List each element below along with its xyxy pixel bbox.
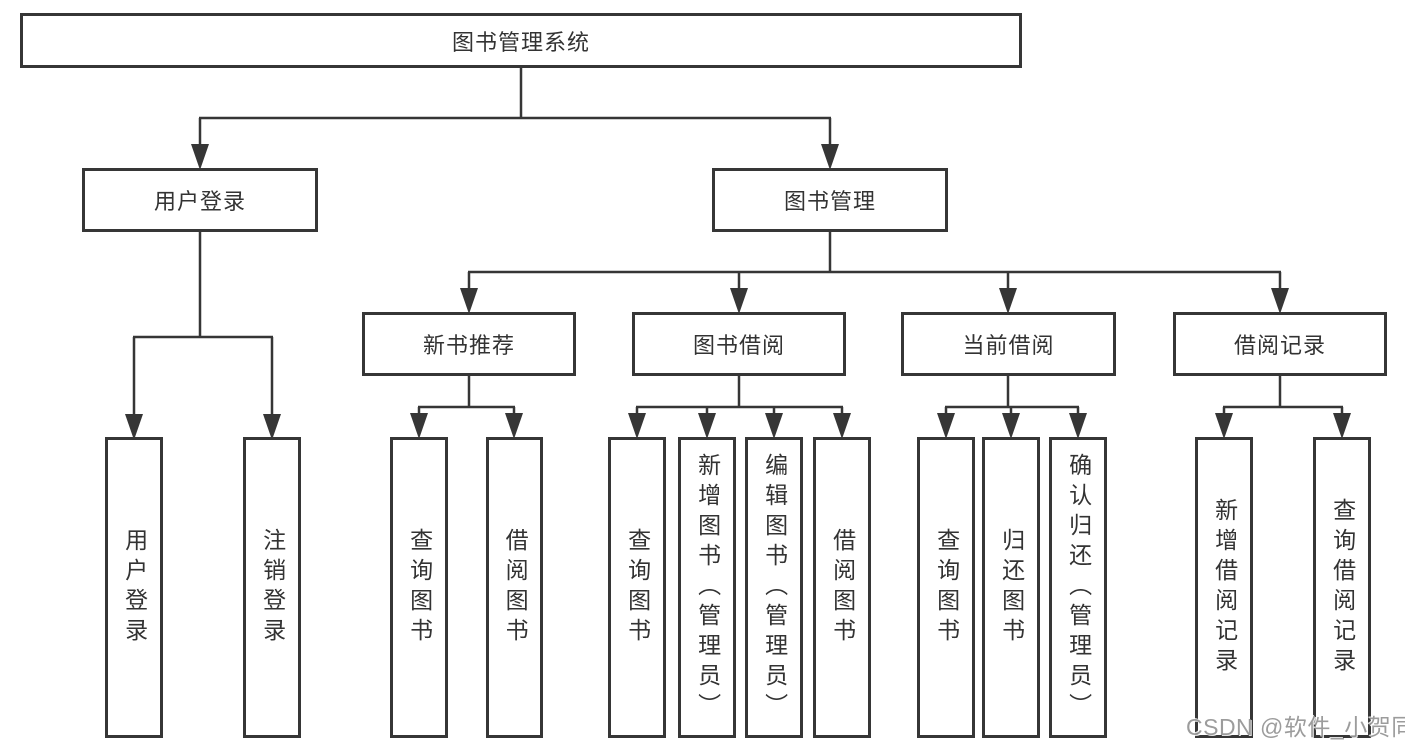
leaf-label: 查询图书 [406,527,433,648]
leaf-label: 编辑图书（管理员） [761,452,788,723]
leaf-label: 查询图书 [624,527,651,648]
leaf-query-books-current: 查询图书 [917,437,975,738]
node-user-login: 用户登录 [82,168,318,232]
leaf-label: 查询借阅记录 [1329,497,1356,678]
leaf-label: 用户登录 [121,527,148,648]
leaf-label: 新增借阅记录 [1211,497,1238,678]
node-book-borrow: 图书借阅 [632,312,846,376]
leaf-user-login: 用户登录 [105,437,163,738]
node-current-borrow: 当前借阅 [901,312,1116,376]
leaf-borrow-books-recommend: 借阅图书 [486,437,543,738]
leaf-edit-books-admin: 编辑图书（管理员） [745,437,803,738]
leaf-label: 查询图书 [933,527,960,648]
node-borrow-records: 借阅记录 [1173,312,1387,376]
leaf-confirm-return-admin: 确认归还（管理员） [1049,437,1107,738]
node-root-system: 图书管理系统 [20,13,1022,68]
leaf-label: 归还图书 [998,527,1025,648]
leaf-label: 确认归还（管理员） [1065,452,1092,723]
leaf-return-books: 归还图书 [982,437,1040,738]
leaf-query-borrow-record: 查询借阅记录 [1313,437,1371,738]
node-book-management: 图书管理 [712,168,948,232]
leaf-add-borrow-record: 新增借阅记录 [1195,437,1253,738]
leaf-query-books-borrow: 查询图书 [608,437,666,738]
leaf-label: 新增图书（管理员） [694,452,721,723]
leaf-label: 借阅图书 [829,527,856,648]
leaf-logout: 注销登录 [243,437,301,738]
leaf-label: 借阅图书 [502,527,529,648]
csdn-watermark: CSDN @软件_小贺同学 [1186,714,1405,740]
leaf-add-books-admin: 新增图书（管理员） [678,437,736,738]
node-new-book-recommend: 新书推荐 [362,312,576,376]
leaf-label: 注销登录 [259,527,286,648]
leaf-query-books-recommend: 查询图书 [390,437,448,738]
leaf-borrow-books: 借阅图书 [813,437,871,738]
